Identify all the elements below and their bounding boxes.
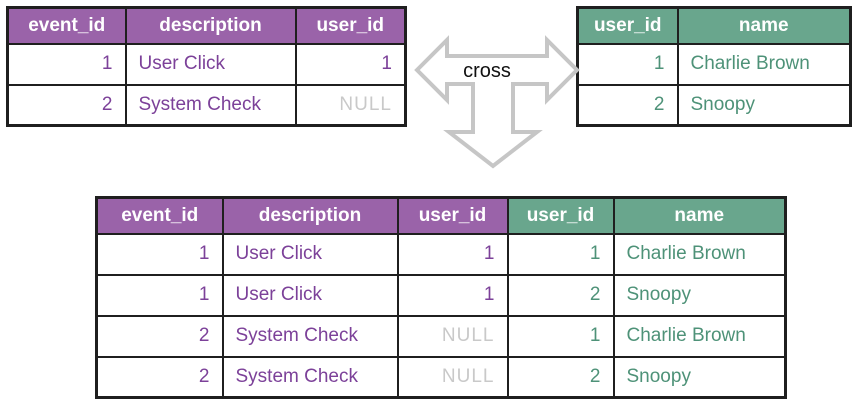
table-cell: System Check <box>221 355 399 399</box>
table-cell: 1 <box>576 42 679 86</box>
table-cell: Charlie Brown <box>676 42 852 86</box>
table-cell: 2 <box>95 355 224 399</box>
table-cell: User Click <box>221 273 399 317</box>
column-header-name: name <box>612 196 787 235</box>
table-cell: Charlie Brown <box>612 232 787 276</box>
table-cell: 1 <box>95 232 224 276</box>
table-cell: 2 <box>576 83 679 127</box>
table-cell: User Click <box>221 232 399 276</box>
table-cell: 2 <box>506 273 615 317</box>
column-header-event_id: event_id <box>6 6 127 45</box>
table-cell: Charlie Brown <box>612 314 787 358</box>
column-header-event_id: event_id <box>95 196 224 235</box>
table-cell: 2 <box>506 355 615 399</box>
table-cell: System Check <box>124 83 297 127</box>
table-cell: 1 <box>396 273 509 317</box>
table-cell: 1 <box>6 42 127 86</box>
join-type-label: cross <box>463 60 511 82</box>
table-cell: NULL <box>396 355 509 399</box>
table-cell: 1 <box>506 314 615 358</box>
table-cell: User Click <box>124 42 297 86</box>
column-header-description: description <box>124 6 297 45</box>
column-header-user_id: user_id <box>576 6 679 45</box>
table-cell: 1 <box>95 273 224 317</box>
table-cell: 2 <box>6 83 127 127</box>
table-cell: 2 <box>95 314 224 358</box>
table-cell: 1 <box>294 42 407 86</box>
table-cell: NULL <box>396 314 509 358</box>
column-header-name: name <box>676 6 852 45</box>
cross-join-arrow-icon <box>414 35 580 169</box>
column-header-user_id: user_id <box>396 196 509 235</box>
table-cell: 1 <box>506 232 615 276</box>
table-cell: Snoopy <box>612 273 787 317</box>
table-cell: System Check <box>221 314 399 358</box>
table-cell: NULL <box>294 83 407 127</box>
table-cell: Snoopy <box>612 355 787 399</box>
column-header-description: description <box>221 196 399 235</box>
table-cell: Snoopy <box>676 83 852 127</box>
column-header-user_id: user_id <box>294 6 407 45</box>
column-header-user_id: user_id <box>506 196 615 235</box>
table-cell: 1 <box>396 232 509 276</box>
